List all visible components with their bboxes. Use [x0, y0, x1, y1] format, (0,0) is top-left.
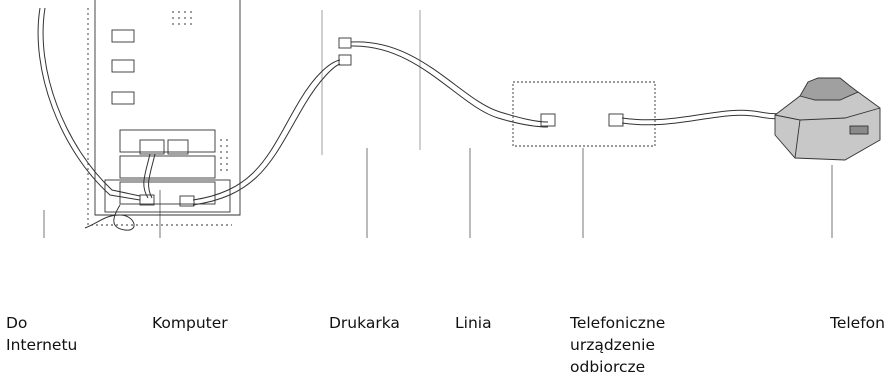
answering-device [512, 81, 656, 147]
network-card [104, 179, 231, 213]
modem-patch-cable [143, 153, 156, 199]
expansion-slot-3 [119, 181, 216, 205]
label-line: Linia [455, 314, 492, 332]
label-printer: Drukarka [329, 314, 400, 332]
computer-outline [94, 0, 241, 216]
label-internet: Do Internetu [6, 314, 78, 354]
telephone-icon [774, 77, 881, 161]
modem-jack-phone [167, 139, 189, 155]
label-device: Telefoniczne urządzenie odbiorcze [570, 314, 666, 376]
label-phone: Telefon [830, 314, 885, 332]
leader-lines [43, 148, 833, 238]
computer-printer-cable [192, 59, 341, 206]
device-body [512, 81, 656, 147]
computer-vents [172, 11, 228, 171]
wall-jacks [338, 37, 352, 66]
device-phone-jack [608, 113, 624, 127]
printer-line-jack [338, 37, 352, 49]
parallel-port [111, 59, 135, 73]
serial-port [111, 29, 135, 43]
printer-ext-jack [338, 54, 352, 66]
audio-port [111, 91, 135, 105]
modem-jack-line [139, 139, 165, 155]
computer-modem-jack [179, 195, 195, 207]
computer-frame [87, 8, 232, 226]
device-line-jack [540, 113, 556, 127]
computer-back-panel [87, 0, 241, 226]
expansion-slot-1 [119, 129, 216, 153]
printer-outline [321, 10, 421, 155]
device-phone-cable [621, 109, 801, 126]
connection-diagram [37, 0, 881, 238]
internet-cable [37, 7, 141, 231]
label-computer: Komputer [152, 314, 228, 332]
expansion-slot-2 [119, 155, 216, 179]
printer-device-cable [350, 41, 549, 128]
